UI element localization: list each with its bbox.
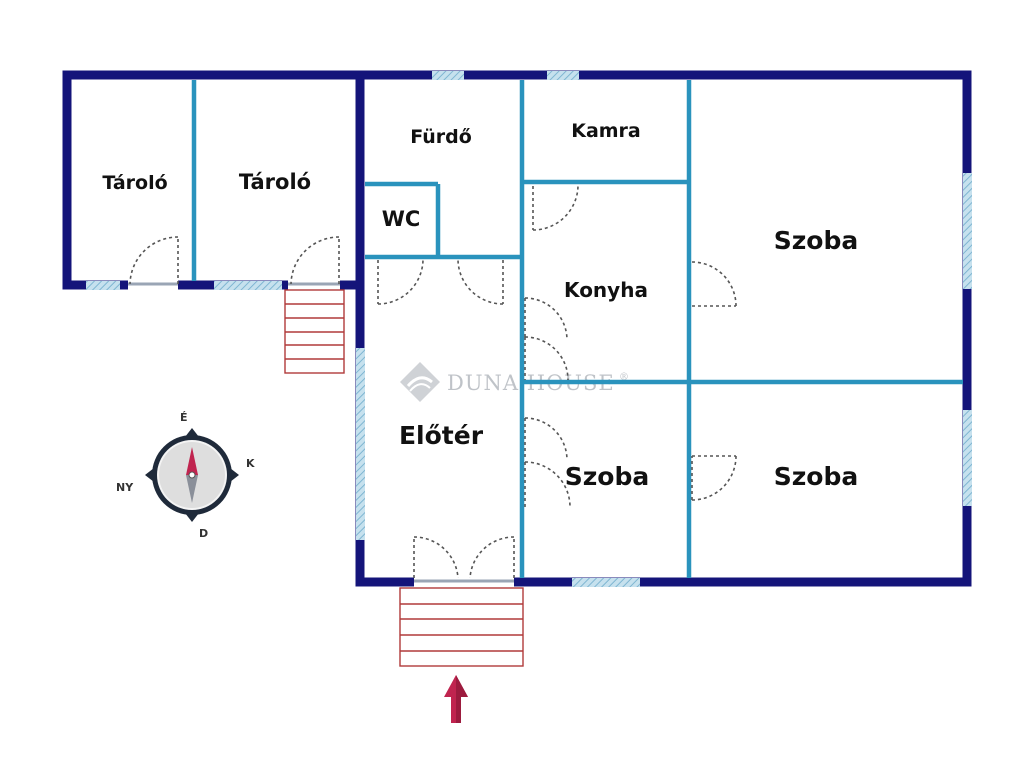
door-wc	[377, 259, 424, 305]
room-labels: Tároló Tároló Fürdő WC Kamra Konyha Előt…	[102, 120, 858, 491]
entrance-arrow-icon	[444, 675, 468, 723]
room-label-storage-right: Tároló	[239, 170, 311, 194]
compass-south: D	[199, 527, 208, 540]
window-bottom	[572, 578, 640, 587]
room-label-room-top-right: Szoba	[774, 226, 859, 255]
door-room-middle-1	[524, 417, 568, 461]
window-top-pantry	[547, 71, 579, 80]
stairs-storage	[284, 289, 345, 374]
room-label-room-middle: Szoba	[565, 462, 650, 491]
window-right-upper	[963, 173, 972, 289]
stairs-entrance	[399, 587, 524, 667]
door-kitchen-1	[524, 297, 568, 341]
door-storage-left	[129, 236, 179, 285]
duna-house-logo-icon	[400, 362, 440, 402]
windows	[86, 71, 972, 587]
door-swings	[129, 185, 737, 579]
compass: É K D NY	[116, 411, 255, 540]
door-entrance[interactable]	[413, 536, 515, 579]
compass-east: K	[246, 457, 255, 470]
compass-west: NY	[116, 481, 134, 494]
door-room-bottom-right	[691, 455, 737, 501]
door-room-top-right	[691, 261, 737, 307]
watermark-registered: ®	[619, 372, 630, 383]
door-room-middle-2	[524, 461, 571, 508]
room-label-bathroom: Fürdő	[410, 126, 472, 148]
window-right-lower	[963, 410, 972, 506]
compass-rose-icon	[145, 428, 239, 522]
inner-walls	[191, 80, 963, 578]
window-top-bathroom	[432, 71, 464, 80]
compass-north: É	[180, 411, 188, 424]
room-label-hallway: Előtér	[399, 421, 484, 450]
door-pantry	[532, 185, 579, 231]
room-label-wc: WC	[382, 207, 421, 231]
room-label-room-bottom-right: Szoba	[774, 462, 859, 491]
door-storage-right	[290, 236, 340, 285]
window-left-hallway	[356, 348, 365, 540]
door-bathroom	[457, 259, 504, 305]
room-label-kitchen: Konyha	[564, 278, 648, 302]
door-thresholds	[128, 282, 514, 583]
room-label-storage-left: Tároló	[102, 172, 167, 194]
window-storage-left	[86, 281, 120, 290]
room-label-pantry: Kamra	[571, 120, 641, 142]
window-storage-right	[214, 281, 282, 290]
door-kitchen-2	[524, 336, 569, 381]
